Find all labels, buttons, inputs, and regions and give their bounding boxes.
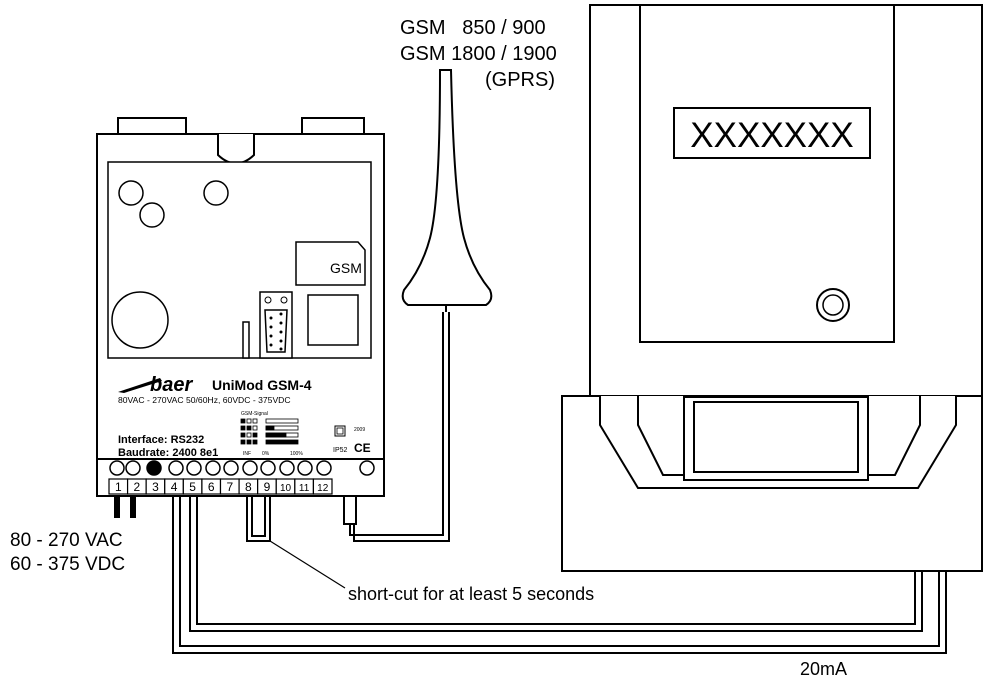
config-button <box>334 425 346 437</box>
baudrate-label: Baudrate: 2400 8e1 <box>118 447 218 459</box>
model-name: UniMod GSM-4 <box>212 377 312 393</box>
svg-text:INF: INF <box>243 451 251 457</box>
terminal-screw <box>186 460 202 476</box>
svg-text:3: 3 <box>152 480 159 494</box>
svg-text:1: 1 <box>115 480 122 494</box>
power-leads <box>114 496 136 518</box>
terminal-screw <box>297 460 313 476</box>
terminal-screws <box>109 460 375 476</box>
svg-text:4: 4 <box>171 480 178 494</box>
signal-legend: GSM-Signal INF 0% 100% <box>240 411 303 457</box>
ce-mark: CE <box>354 441 371 455</box>
terminal-screw <box>205 460 221 476</box>
svg-text:10: 10 <box>280 483 292 494</box>
svg-text:8: 8 <box>245 480 252 494</box>
year-label: 2009 <box>354 427 365 433</box>
db9-connector <box>259 291 293 359</box>
svg-text:7: 7 <box>226 480 233 494</box>
baer-logo: baer <box>118 374 193 396</box>
power-dc-label: 60 - 375 VDC <box>10 554 125 575</box>
sim-card-slot <box>295 241 366 286</box>
terminal-number: 10 <box>275 478 296 495</box>
terminal-screw <box>242 460 258 476</box>
svg-text:6: 6 <box>208 480 215 494</box>
electricity-meter: XXXXXXX <box>561 4 983 572</box>
power-supply-label: 80 - 270 VAC 60 - 375 VDC <box>10 530 125 575</box>
sim-label: GSM <box>330 260 362 276</box>
gsm-band-labels: GSM 850 / 900 GSM 1800 / 1900 (GPRS) <box>400 17 557 91</box>
shortcut-wire <box>246 496 346 589</box>
svg-text:11: 11 <box>299 483 310 494</box>
terminal-screw <box>260 460 276 476</box>
gsm-antenna <box>401 69 493 312</box>
antenna-cable <box>343 312 450 542</box>
terminal-number: 6 <box>201 478 222 495</box>
terminal-screw <box>223 460 239 476</box>
svg-text:5: 5 <box>189 480 196 494</box>
current-loop-label: 20mA <box>800 659 847 679</box>
svg-text:GSM-Signal: GSM-Signal <box>241 411 268 417</box>
svg-text:2: 2 <box>134 480 141 494</box>
terminal-number: 3 <box>145 478 166 495</box>
terminal-number: 1 <box>108 478 129 495</box>
terminal-screw <box>168 460 184 476</box>
antenna-screw <box>359 460 375 476</box>
gsm-band-line-3: (GPRS) <box>485 69 555 91</box>
power-spec: 80VAC - 270VAC 50/60Hz, 60VDC - 375VDC <box>118 395 291 405</box>
terminal-number: 8 <box>238 478 259 495</box>
power-ac-label: 80 - 270 VAC <box>10 530 123 551</box>
terminal-number: 7 <box>219 478 240 495</box>
ip-rating: IP52 <box>333 447 348 454</box>
terminal-screw <box>316 460 332 476</box>
terminal-number: 11 <box>294 478 315 495</box>
current-loop-wires <box>172 496 947 654</box>
interface-label: Interface: RS232 <box>118 434 204 446</box>
modem-label-plate: baer UniMod GSM-4 80VAC - 270VAC 50/60Hz… <box>118 374 371 459</box>
terminal-screw <box>279 460 295 476</box>
meter-display-text: XXXXXXX <box>690 116 853 155</box>
svg-text:100%: 100% <box>290 451 303 457</box>
svg-text:9: 9 <box>264 480 271 494</box>
modem-device: GSM baer UniMod GSM-4 <box>96 117 385 497</box>
svg-text:baer: baer <box>150 374 193 396</box>
terminal-screw <box>125 460 141 476</box>
terminal-screw <box>146 460 162 476</box>
terminal-screw <box>109 460 125 476</box>
svg-text:0%: 0% <box>262 451 270 457</box>
terminal-number: 2 <box>126 478 147 495</box>
svg-text:12: 12 <box>317 483 329 494</box>
terminal-number: 5 <box>182 478 203 495</box>
gsm-band-line-2: GSM 1800 / 1900 <box>400 43 557 65</box>
gsm-band-line-1: GSM 850 / 900 <box>400 17 546 39</box>
terminal-number: 12 <box>312 478 333 495</box>
shortcut-annotation: short-cut for at least 5 seconds <box>348 584 594 604</box>
terminal-number: 4 <box>164 478 184 495</box>
terminal-number: 9 <box>257 478 277 495</box>
